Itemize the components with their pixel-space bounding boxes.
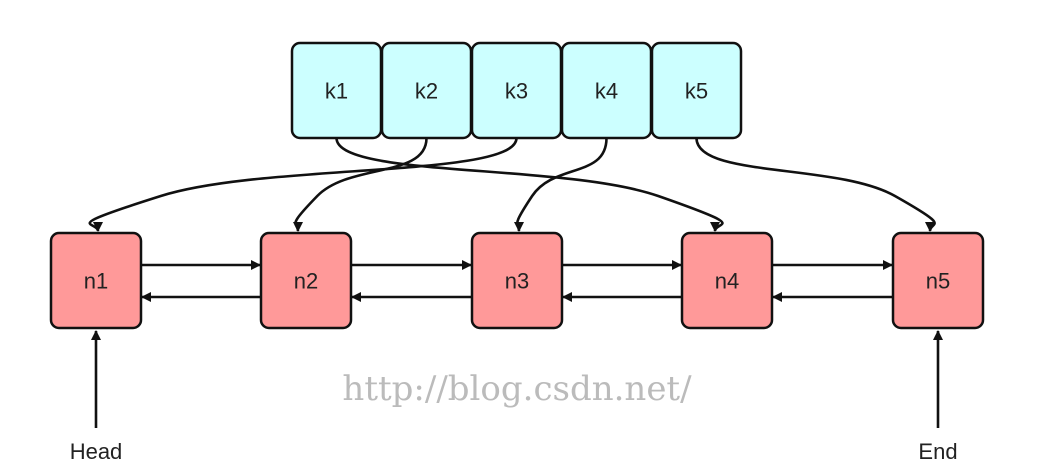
key-box-k2: k2 xyxy=(380,41,473,140)
node-label: n4 xyxy=(715,269,739,294)
key-label: k3 xyxy=(505,79,528,104)
watermark: http://blog.csdn.net/ xyxy=(342,369,692,409)
map-arrow-k4-n3 xyxy=(513,137,608,232)
node-box-n1: n1 xyxy=(49,231,143,330)
key-box-k1: k1 xyxy=(290,41,383,140)
map-arrow-k5-n5 xyxy=(695,137,936,232)
node-box-n3: n3 xyxy=(470,231,564,330)
node-label: n5 xyxy=(926,269,950,294)
node-box-n2: n2 xyxy=(259,231,353,330)
node-box-n5: n5 xyxy=(891,231,985,330)
node-label: n3 xyxy=(505,269,529,294)
map-arrow-k2-n2 xyxy=(292,137,428,232)
key-box-k5: k5 xyxy=(650,41,743,140)
map-arrow-k3-n1 xyxy=(88,137,518,232)
map-arrow-k1-n4 xyxy=(335,137,724,232)
end-label: End xyxy=(918,439,957,464)
node-label: n2 xyxy=(294,269,318,294)
key-label: k5 xyxy=(685,79,708,104)
head-label: Head xyxy=(70,439,123,464)
key-label: k1 xyxy=(325,79,348,104)
node-box-n4: n4 xyxy=(680,231,774,330)
key-label: k2 xyxy=(415,79,438,104)
key-box-k4: k4 xyxy=(560,41,653,140)
key-label: k4 xyxy=(595,79,618,104)
key-box-k3: k3 xyxy=(470,41,563,140)
node-label: n1 xyxy=(84,269,108,294)
